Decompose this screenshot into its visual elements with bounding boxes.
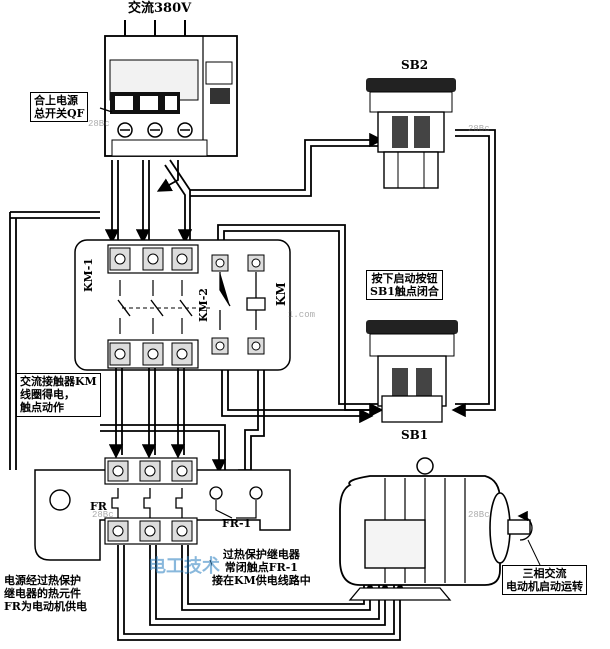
thermal-note: 电源经过热保护 继电器的热元件 FR为电动机供电 bbox=[4, 574, 87, 614]
power-wires-km-to-fr bbox=[100, 368, 227, 474]
motor-callout-line bbox=[527, 539, 541, 566]
thermal-note-line-3: FR为电动机供电 bbox=[4, 600, 87, 614]
watermark-site-4: 28Bc bbox=[92, 510, 114, 520]
fr-label: FR bbox=[90, 500, 107, 513]
watermark-site-1: 28Bc bbox=[88, 119, 110, 129]
contactor-note-line-1: 交流接触器KM bbox=[20, 375, 97, 388]
main-switch-note: 合上电源 总开关QF bbox=[30, 92, 89, 123]
thermal-relay-fr bbox=[34, 457, 291, 561]
sb1-note-line-2: SB1触点闭合 bbox=[370, 285, 439, 299]
main-switch-line-1: 合上电源 bbox=[34, 94, 78, 107]
power-wires-qf-to-km bbox=[104, 159, 193, 244]
relay-note-line-2: 常闭触点FR-1 bbox=[224, 561, 298, 575]
sb1-label: SB1 bbox=[401, 428, 429, 442]
relay-note-line-3: 接在KM供电线路中 bbox=[212, 574, 311, 588]
relay-note: 过热保护继电器 常闭触点FR-1 接在KM供电线路中 bbox=[212, 548, 311, 588]
main-switch-line-2: 总开关QF bbox=[34, 107, 85, 121]
sb1-note-line-1: 按下启动按钮 bbox=[371, 272, 438, 285]
km1-label: KM-1 bbox=[82, 258, 95, 292]
contactor-note-line-3: 触点动作 bbox=[20, 401, 64, 415]
three-phase-motor bbox=[339, 457, 533, 601]
relay-note-line-1: 过热保护继电器 bbox=[222, 548, 300, 561]
ac-supply-label: 交流380V bbox=[128, 1, 192, 16]
motor-note-line-1: 三相交流 bbox=[522, 567, 567, 580]
watermark-site-5: 28Bc bbox=[468, 510, 490, 520]
watermark-brand: 电工技术 bbox=[148, 556, 220, 576]
contactor-note-line-2: 线圈得电， bbox=[20, 388, 75, 402]
km2-label: KM-2 bbox=[197, 288, 210, 322]
qf-callout-line bbox=[99, 107, 113, 113]
control-wires bbox=[9, 129, 496, 484]
contactor-note: 交流接触器KM 线圈得电， 触点动作 bbox=[16, 373, 101, 417]
motor-note: 三相交流 电动机启动运转 bbox=[502, 565, 587, 596]
thermal-note-line-2: 继电器的热元件 bbox=[4, 587, 81, 601]
fr1-label: FR-1 bbox=[222, 517, 252, 530]
start-button-sb1 bbox=[366, 320, 458, 423]
watermark-site-2: 28Bc bbox=[468, 124, 490, 134]
sb1-note: 按下启动按钮 SB1触点闭合 bbox=[366, 270, 443, 301]
contactor-km bbox=[74, 239, 291, 371]
stop-button-sb2 bbox=[366, 78, 456, 189]
main-breaker-qf bbox=[104, 20, 238, 157]
km-label: KM bbox=[274, 282, 288, 306]
sb2-label: SB2 bbox=[401, 58, 429, 72]
motor-note-line-2: 电动机启动运转 bbox=[506, 580, 583, 594]
thermal-note-line-1: 电源经过热保护 bbox=[4, 574, 81, 587]
watermark-site-3: 1.com bbox=[288, 310, 316, 320]
